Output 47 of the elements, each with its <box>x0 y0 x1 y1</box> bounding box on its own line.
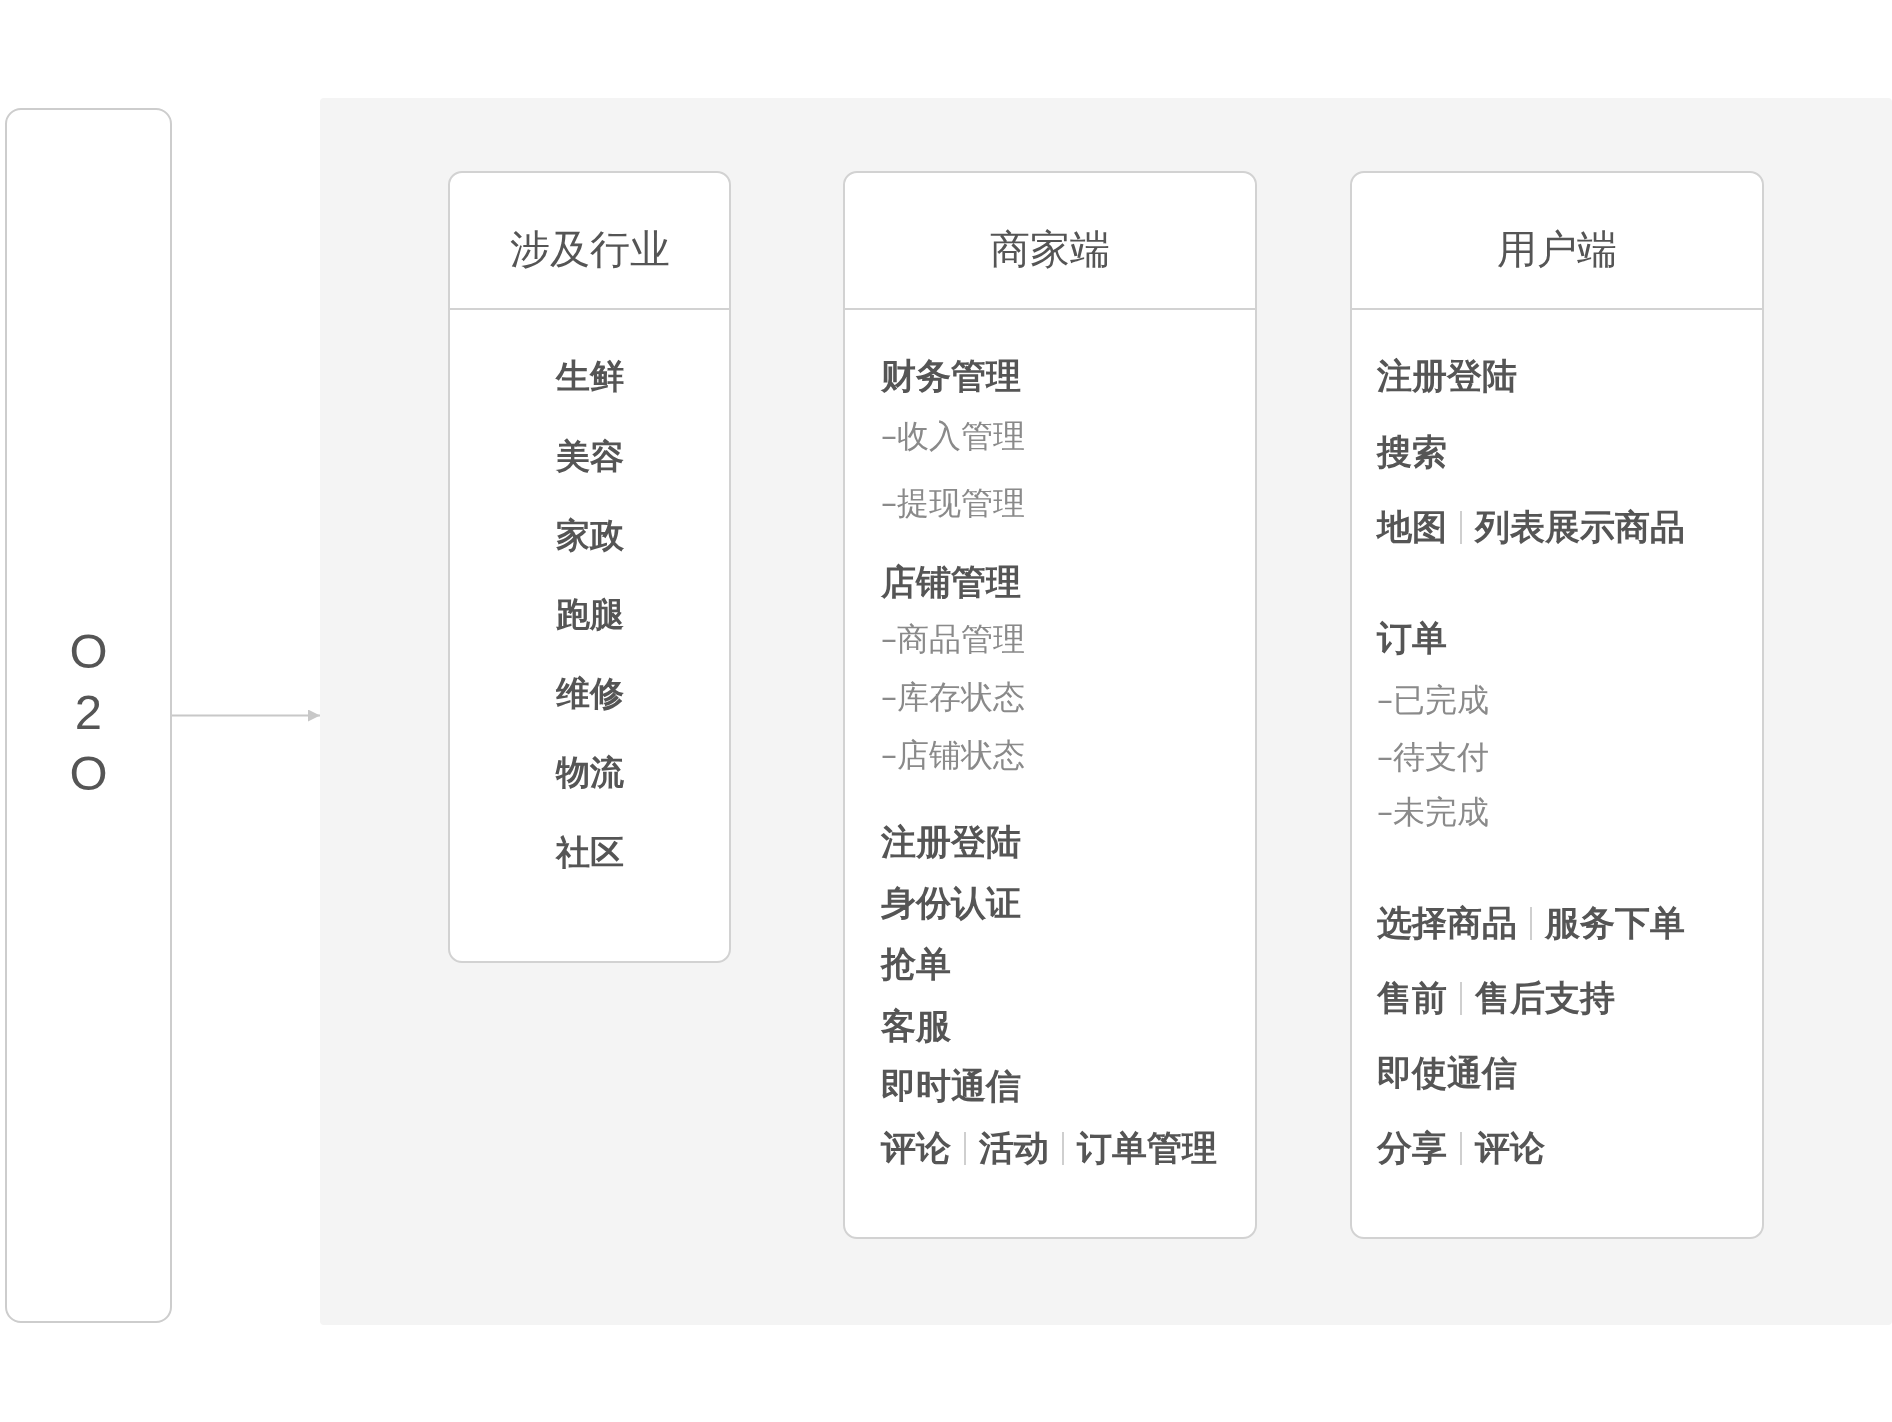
sub-item: –已完成 <box>1377 680 1489 721</box>
sub-item: –提现管理 <box>881 483 1025 524</box>
rounded-box <box>5 108 172 1323</box>
list-item: 美容 <box>555 435 624 478</box>
card <box>1350 171 1764 1239</box>
list-item: 列表展示商品 <box>1475 506 1685 549</box>
list-item: 注册登陆 <box>1377 355 1517 398</box>
list-item: 地图 <box>1377 506 1447 549</box>
list-item: 店铺管理 <box>881 561 1021 604</box>
list-item: 搜索 <box>1377 431 1447 474</box>
list-item: 抢单 <box>881 943 951 986</box>
sub-item: –待支付 <box>1377 737 1489 778</box>
list-item: 订单 <box>1377 617 1447 660</box>
list-item: 身份认证 <box>881 882 1021 925</box>
list-item: 选择商品 <box>1377 902 1517 945</box>
list-item: 物流 <box>555 751 624 794</box>
list-item: 社区 <box>555 831 624 874</box>
arrow <box>171 709 321 722</box>
panel <box>320 98 1892 1325</box>
list-item: 家政 <box>555 514 624 557</box>
sub-item: –未完成 <box>1377 792 1489 833</box>
sub-item: –收入管理 <box>881 416 1025 457</box>
vertical-label: O 2 O <box>68 623 109 802</box>
list-item: 即使通信 <box>1377 1052 1517 1095</box>
card-heading: 商家端 <box>990 225 1110 274</box>
list-item: 客服 <box>881 1005 951 1048</box>
list-item: 即时通信 <box>881 1065 1021 1108</box>
list-item: 订单管理 <box>1077 1127 1217 1170</box>
list-item: 维修 <box>555 672 624 715</box>
list-item: 活动 <box>979 1127 1049 1170</box>
list-item: 售前 <box>1377 977 1447 1020</box>
sub-item: –商品管理 <box>881 619 1025 660</box>
list-item: 评论 <box>881 1127 951 1170</box>
list-item: 服务下单 <box>1545 902 1685 945</box>
sub-item: –店铺状态 <box>881 735 1025 776</box>
card-heading: 用户端 <box>1497 225 1617 274</box>
list-item: 注册登陆 <box>881 821 1021 864</box>
card <box>843 171 1257 1239</box>
list-item: 财务管理 <box>881 355 1021 398</box>
list-item: 评论 <box>1475 1127 1545 1170</box>
card <box>448 171 731 963</box>
list-item: 分享 <box>1377 1127 1447 1170</box>
sub-item: –库存状态 <box>881 677 1025 718</box>
list-item: 售后支持 <box>1475 977 1615 1020</box>
list-item: 跑腿 <box>555 593 624 636</box>
list-item: 生鲜 <box>555 355 624 398</box>
card-heading: 涉及行业 <box>509 225 670 274</box>
